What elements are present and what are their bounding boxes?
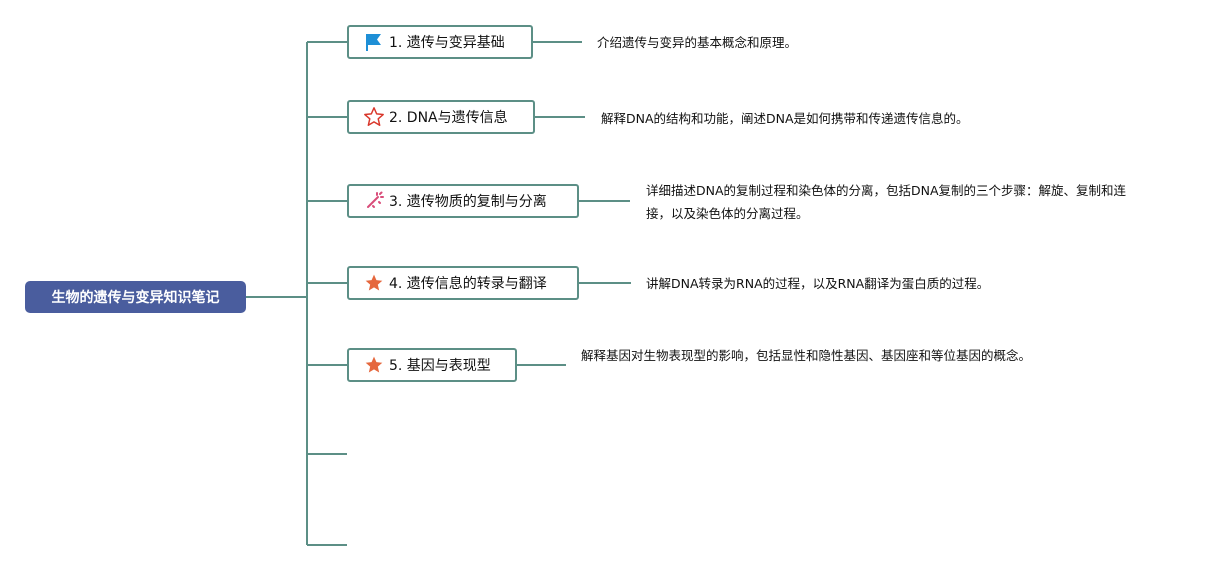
topic-desc-1: 介绍遗传与变异的基本概念和原理。 <box>597 35 798 50</box>
topic-desc-4: 讲解DNA转录为RNA的过程，以及RNA翻译为蛋白质的过程。 <box>646 276 990 291</box>
topic-node-1[interactable]: 1. 遗传与变异基础 <box>347 25 533 59</box>
sparkle-icon <box>363 190 385 212</box>
star-outline-icon <box>363 106 385 128</box>
star-filled-icon <box>363 354 385 376</box>
topic-label-3: 3. 遗传物质的复制与分离 <box>389 194 547 210</box>
topic-desc-2: 解释DNA的结构和功能，阐述DNA是如何携带和传递遗传信息的。 <box>601 111 969 126</box>
topic-desc-3: 详细描述DNA的复制过程和染色体的分离，包括DNA复制的三个步骤：解旋、复制和连… <box>646 183 1127 221</box>
topic-label-5: 5. 基因与表现型 <box>389 358 491 374</box>
topic-desc-5: 解释基因对生物表现型的影响，包括显性和隐性基因、基因座和等位基因的概念。 <box>581 348 1032 363</box>
topic-label-2: 2. DNA与遗传信息 <box>389 110 508 126</box>
topic-node-4[interactable]: 4. 遗传信息的转录与翻译 <box>347 266 579 300</box>
root-label: 生物的遗传与变异知识笔记 <box>51 290 220 306</box>
star-filled-icon <box>363 272 385 294</box>
root-node[interactable]: 生物的遗传与变异知识笔记 <box>25 281 246 313</box>
flag-icon <box>363 31 385 53</box>
topic-label-4: 4. 遗传信息的转录与翻译 <box>389 276 547 292</box>
topic-node-5[interactable]: 5. 基因与表现型 <box>347 348 517 382</box>
topic-node-2[interactable]: 2. DNA与遗传信息 <box>347 100 535 134</box>
topic-label-1: 1. 遗传与变异基础 <box>389 35 505 51</box>
topic-node-3[interactable]: 3. 遗传物质的复制与分离 <box>347 184 579 218</box>
